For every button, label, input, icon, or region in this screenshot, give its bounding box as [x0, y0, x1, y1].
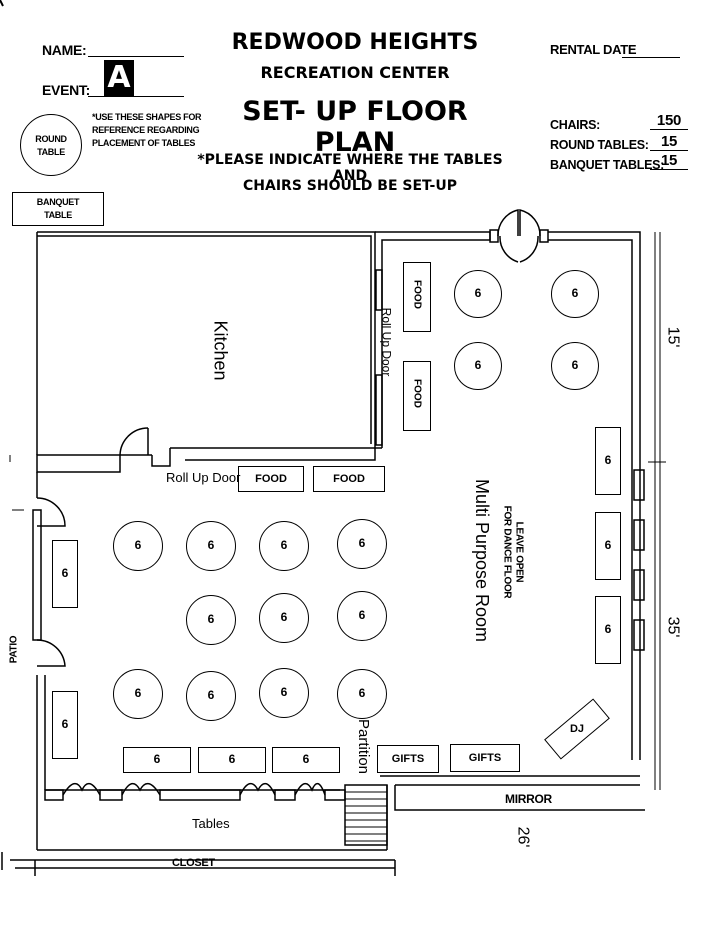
banquet-table[interactable]: 6 — [595, 596, 621, 664]
round-table[interactable]: 6 — [113, 521, 163, 571]
roll-up-door-bottom-label: Roll Up Door — [166, 470, 241, 485]
banquet-table[interactable]: 6 — [272, 747, 340, 773]
patio-label: PATIO — [8, 635, 20, 664]
round-table[interactable]: 6 — [551, 270, 599, 318]
round-table[interactable]: 6 — [259, 593, 309, 643]
banquet-table[interactable]: 6 — [52, 540, 78, 608]
gifts-table[interactable]: GIFTS — [450, 744, 520, 772]
chairs-value[interactable]: 150 — [650, 112, 688, 130]
round-table[interactable]: 6 — [186, 671, 236, 721]
roll-up-door-side-label: Roll Up Door — [379, 307, 394, 377]
event-field[interactable] — [88, 96, 184, 97]
dimension-35: 35' — [664, 616, 682, 638]
partition-label: Partition — [355, 718, 373, 775]
title-line1: REDWOOD HEIGHTS — [231, 30, 479, 55]
round-table[interactable]: 6 — [113, 669, 163, 719]
dimension-26: 26' — [514, 826, 532, 848]
event-label: EVENT: — [42, 82, 90, 98]
instruction-line1: *PLEASE INDICATE WHERE THE TABLES AND — [197, 152, 503, 184]
event-letter: A — [104, 60, 134, 96]
round-table-legend: ROUND TABLE — [20, 114, 82, 176]
round-table[interactable]: 6 — [186, 595, 236, 645]
banquet-table-legend: BANQUET TABLE — [12, 192, 104, 226]
multi-purpose-room-label: Multi Purpose Room — [472, 478, 493, 643]
food-table[interactable]: FOOD — [403, 361, 431, 431]
rental-date-field[interactable] — [622, 57, 680, 58]
food-table[interactable]: FOOD — [403, 262, 431, 332]
kitchen-label: Kitchen — [210, 320, 231, 381]
banquet-table[interactable]: 6 — [595, 512, 621, 580]
round-table[interactable]: 6 — [337, 669, 387, 719]
round-table[interactable]: 6 — [337, 591, 387, 641]
shapes-note: *USE THESE SHAPES FOR REFERENCE REGARDIN… — [92, 112, 202, 148]
round-table[interactable]: 6 — [551, 342, 599, 390]
round-table[interactable]: 6 — [186, 521, 236, 571]
banquet-table[interactable]: 6 — [123, 747, 191, 773]
chairs-label: CHAIRS: — [550, 118, 600, 132]
round-table[interactable]: 6 — [337, 519, 387, 569]
food-table[interactable]: FOOD — [313, 466, 385, 492]
page-title: SET- UP FLOOR PLAN — [242, 96, 468, 158]
dimension-15: 15' — [664, 326, 682, 348]
food-table[interactable]: FOOD — [238, 466, 304, 492]
dance-floor-label: LEAVE OPEN FOR DANCE FLOOR — [501, 505, 525, 599]
gifts-table[interactable]: GIFTS — [377, 745, 439, 773]
round-table[interactable]: 6 — [454, 342, 502, 390]
title-line2: RECREATION CENTER — [260, 63, 450, 82]
instruction-line2: CHAIRS SHOULD BE SET-UP — [243, 178, 457, 194]
closet-label: CLOSET — [172, 857, 215, 869]
banquet-table[interactable]: 6 — [595, 427, 621, 495]
round-tables-value[interactable]: 15 — [650, 133, 688, 151]
tables-area-label: Tables — [192, 816, 230, 831]
banquet-table[interactable]: 6 — [198, 747, 266, 773]
banquet-table[interactable]: 6 — [52, 691, 78, 759]
rental-date-label: RENTAL DATE — [550, 42, 637, 57]
round-table[interactable]: 6 — [454, 270, 502, 318]
round-tables-label: ROUND TABLES: — [550, 138, 649, 152]
round-table[interactable]: 6 — [259, 521, 309, 571]
round-table[interactable]: 6 — [259, 668, 309, 718]
name-label: NAME: — [42, 42, 87, 58]
name-field[interactable] — [88, 56, 184, 57]
mirror-label: MIRROR — [505, 792, 552, 806]
banquet-tables-label: BANQUET TABLES: — [550, 158, 665, 172]
banquet-tables-value[interactable]: 15 — [650, 152, 688, 170]
